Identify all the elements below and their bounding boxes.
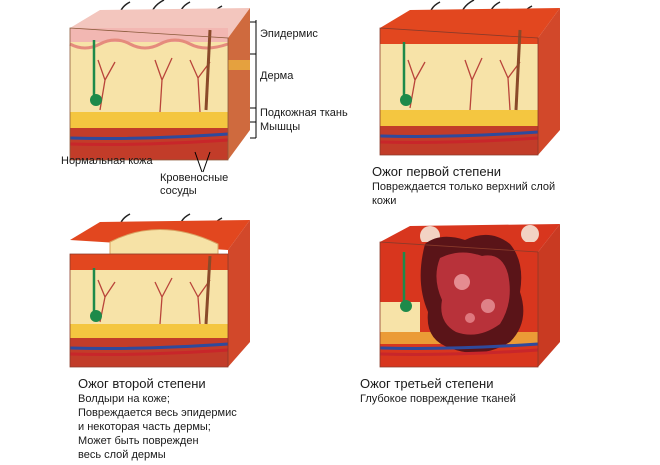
label-epidermis: Эпидермис — [260, 28, 318, 40]
label-dermis: Дерма — [260, 70, 294, 82]
second-degree-title: Ожог второй степени — [78, 376, 206, 391]
first-degree-block — [379, 0, 560, 156]
layer-bracket — [250, 20, 257, 139]
second-degree-description-line-3: и некоторая часть дермы; — [78, 421, 211, 433]
normal-skin-block — [69, 0, 250, 161]
second-degree-description: Волдыри на коже; Повреждается весь эпиде… — [78, 392, 237, 462]
second-degree-diagram — [60, 212, 260, 372]
second-degree-description-line-1: Волдыри на коже; — [78, 393, 170, 405]
label-muscles: Мышцы — [260, 121, 301, 133]
third-degree-block — [379, 224, 560, 368]
first-degree-title: Ожог первой степени — [372, 164, 502, 179]
first-degree-description-line-1: Повреждается только верхний слой — [372, 181, 556, 193]
label-subcutaneous: Подкожная ткань — [260, 107, 348, 119]
second-degree-description-line-2: Повреждается весь эпидермис — [78, 407, 237, 419]
normal-skin-diagram — [60, 0, 260, 170]
vessels-label: Кровеносные сосуды — [160, 172, 228, 198]
third-degree-title: Ожог третьей степени — [360, 376, 494, 391]
vessels-pointer — [194, 151, 211, 173]
second-degree-description-line-5: весь слой дермы — [78, 449, 166, 461]
third-degree-diagram — [370, 222, 570, 372]
second-degree-description-line-4: Может быть поврежден — [78, 435, 199, 447]
vessels-label-line-1: Кровеносные — [160, 172, 229, 184]
third-degree-description-line-1: Глубокое повреждение тканей — [360, 393, 516, 405]
first-degree-description-line-2: кожи — [372, 195, 397, 207]
first-degree-description: Повреждается только верхний слой кожи — [372, 180, 555, 208]
second-degree-block — [69, 213, 250, 368]
vessels-label-line-2: сосуды — [160, 185, 197, 197]
caption-normal-skin: Нормальная кожа — [61, 155, 153, 167]
first-degree-diagram — [370, 0, 570, 160]
third-degree-description: Глубокое повреждение тканей — [360, 392, 516, 406]
